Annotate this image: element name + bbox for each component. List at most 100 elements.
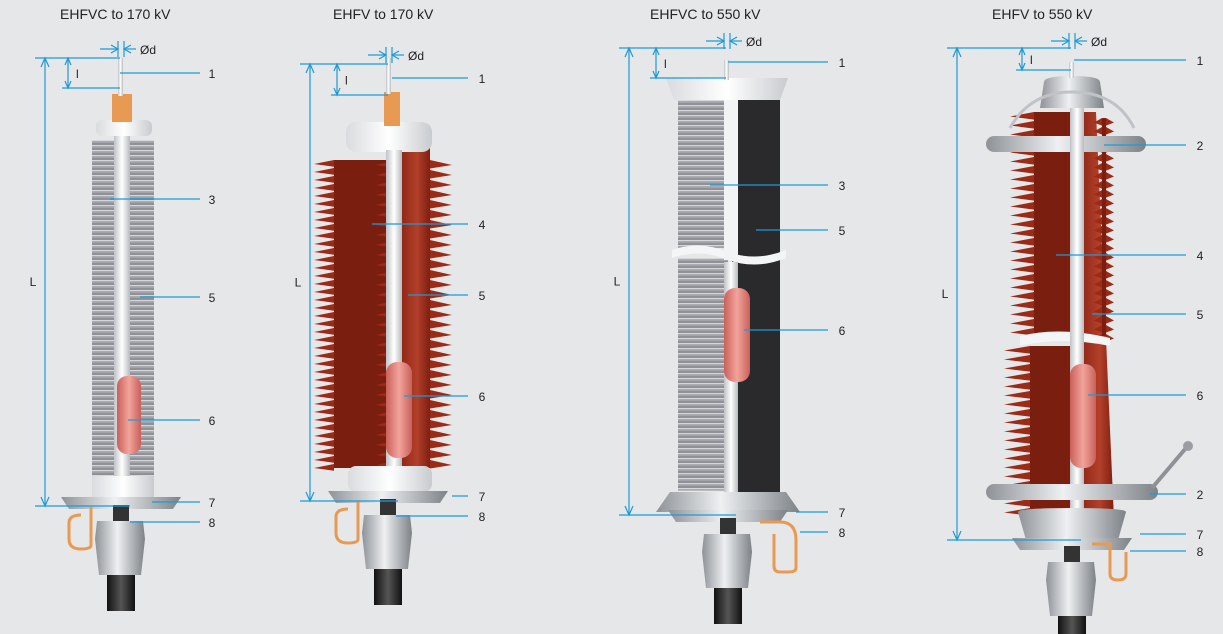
- base-assembly: [668, 510, 788, 624]
- entry-housing: [95, 521, 145, 575]
- dimension-diameter-label: Ød: [746, 35, 762, 49]
- stress-cone: [1070, 364, 1096, 468]
- base-assembly: [61, 497, 181, 611]
- termination-ehfvc-170kv: [61, 58, 181, 611]
- base-assembly: [328, 491, 448, 605]
- termination-ehfvc-550kv: [656, 60, 800, 624]
- callout-number-2: 2: [1197, 139, 1204, 153]
- stress-cone: [117, 376, 141, 454]
- earth-bond: [67, 507, 93, 551]
- earth-bond: [760, 520, 798, 574]
- base-plate: [668, 510, 788, 522]
- callout-number-6: 6: [479, 390, 486, 404]
- top-fitting: [96, 120, 152, 136]
- callouts-unit-3: 1 3 5 6 7 8: [710, 56, 846, 540]
- stress-cone: [724, 288, 750, 382]
- top-arcing-horn: [986, 136, 1146, 152]
- callout-number-5: 5: [479, 289, 486, 303]
- dimension-diameter-label: Ød: [140, 43, 156, 57]
- cable: [714, 588, 742, 624]
- title-ehfv-170kv: EHFV to 170 kV: [333, 6, 434, 22]
- base-plate: [328, 491, 448, 503]
- dimension-l-label: l: [664, 57, 667, 71]
- callout-number-1: 1: [209, 67, 216, 81]
- top-fitting: [346, 122, 432, 152]
- callout-number-7: 7: [1197, 528, 1204, 542]
- dimension-L-label: L: [30, 275, 37, 289]
- conductor-stem: [386, 58, 391, 94]
- conductor-stem: [118, 58, 123, 96]
- silicone-sheds-upper: [678, 100, 728, 248]
- base-ring: [92, 476, 154, 500]
- stress-cone: [386, 362, 412, 458]
- cable: [374, 569, 402, 605]
- orange-connector: [384, 92, 400, 126]
- callout-number-3: 3: [209, 193, 216, 207]
- callout-number-5: 5: [1197, 308, 1204, 322]
- entry-housing: [702, 534, 752, 588]
- callout-number-5: 5: [209, 291, 216, 305]
- callout-number-7: 7: [209, 496, 216, 510]
- conductor-stem: [1069, 62, 1074, 78]
- callout-number-5: 5: [839, 224, 846, 238]
- orange-connector: [112, 94, 132, 122]
- top-cap: [666, 78, 788, 100]
- callout-number-3: 3: [839, 179, 846, 193]
- callout-number-7: 7: [479, 490, 486, 504]
- porcelain-sheds-right-core: [1102, 118, 1106, 336]
- callout-number-6: 6: [839, 324, 846, 338]
- bottom-arcing-horn: [986, 484, 1158, 500]
- break-mark: [1020, 331, 1110, 346]
- termination-ehfv-170kv: [314, 58, 452, 605]
- dimension-L-label: L: [614, 275, 621, 289]
- dimension-l-label: l: [1030, 53, 1033, 67]
- callout-number-8: 8: [479, 510, 486, 524]
- dimension-L-label: L: [942, 287, 949, 301]
- base-ring: [1018, 508, 1126, 540]
- callout-number-8: 8: [1197, 545, 1204, 559]
- callout-number-2: 2: [1197, 488, 1204, 502]
- cable: [107, 575, 135, 611]
- dimensions-unit-1: Ll Ød: [30, 41, 156, 508]
- cable: [1058, 616, 1086, 634]
- callout-number-6: 6: [1197, 389, 1204, 403]
- dimension-L-label: L: [295, 276, 302, 290]
- base-assembly: [1012, 538, 1132, 634]
- callout-number-4: 4: [1197, 249, 1204, 263]
- insulating-core-upper: [724, 100, 738, 260]
- arcing-rod: [1150, 446, 1188, 490]
- arcing-rod-tip: [1183, 441, 1193, 451]
- dimensions-unit-4: Ll Ød: [942, 33, 1107, 542]
- entry-housing: [1046, 562, 1096, 616]
- callouts-unit-1: 1 3 5 6 7 8: [110, 67, 216, 530]
- silicone-sheds-upper-core: [678, 100, 728, 248]
- callout-number-1: 1: [479, 72, 486, 86]
- dimension-l-label: l: [76, 67, 79, 81]
- dimension-diameter-label: Ød: [1091, 35, 1107, 49]
- conductor-stem: [724, 60, 729, 80]
- callout-number-6: 6: [209, 414, 216, 428]
- porcelain-sheds-lower-left-core: [1030, 346, 1074, 510]
- earth-bond: [1092, 542, 1128, 582]
- termination-ehfv-550kv: [986, 62, 1193, 634]
- title-ehfvc-550kv: EHFVC to 550 kV: [650, 6, 761, 22]
- title-ehfvc-170kv: EHFVC to 170 kV: [60, 6, 171, 22]
- callout-number-7: 7: [839, 506, 846, 520]
- top-arcing-ring-arc: [1008, 90, 1136, 129]
- callout-number-8: 8: [209, 516, 216, 530]
- silicone-sheds-lower: [678, 258, 728, 491]
- callout-number-8: 8: [839, 526, 846, 540]
- dimension-l-label: l: [345, 74, 348, 88]
- callout-number-1: 1: [1197, 54, 1204, 68]
- base-plate: [1012, 538, 1132, 550]
- earth-bond: [334, 501, 360, 545]
- base-ring: [348, 466, 432, 492]
- dimensions-unit-3: Ll Ød: [614, 33, 762, 517]
- callout-number-1: 1: [839, 56, 846, 70]
- base-ring: [656, 492, 800, 512]
- title-ehfv-550kv: EHFV to 550 kV: [992, 6, 1093, 22]
